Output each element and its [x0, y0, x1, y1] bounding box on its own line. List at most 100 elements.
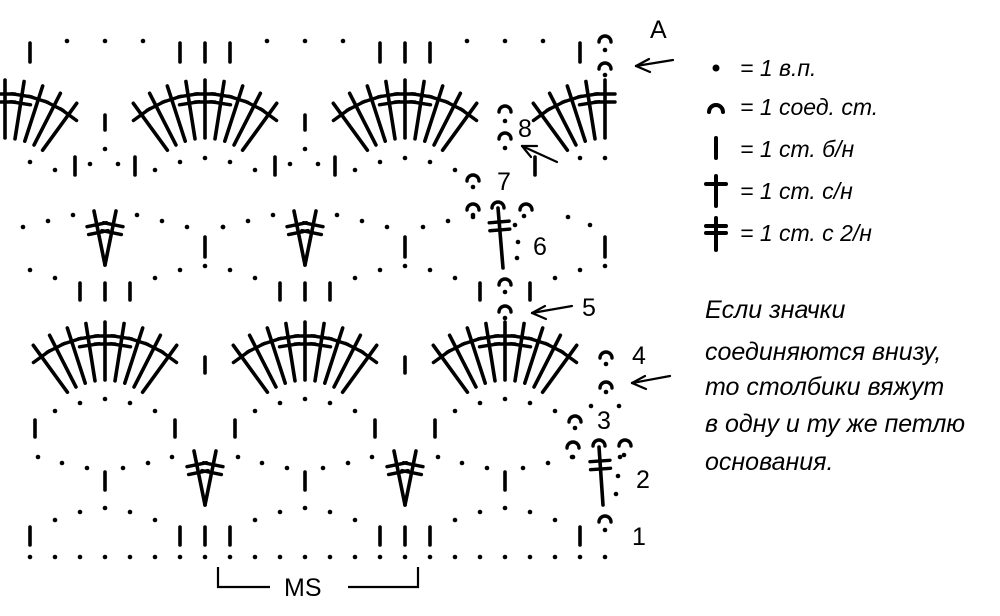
- double-crochet-icon: [532, 333, 563, 389]
- chain-dot-icon: [102, 505, 108, 511]
- chart-marks: [0, 34, 728, 589]
- arrow-row-8-icon: [520, 144, 559, 164]
- chain-dot-icon: [452, 167, 458, 173]
- chain-dot-icon: [102, 396, 108, 402]
- treble-crochet-icon: [303, 209, 318, 267]
- note-line-1: Если значки: [705, 296, 845, 324]
- chain-dot-icon: [52, 554, 58, 560]
- row-label-2: 2: [636, 466, 650, 494]
- chain-dot-icon: [477, 400, 483, 406]
- treble-crochet-icon-bar: [100, 228, 124, 237]
- double-crochet-icon: [132, 333, 163, 389]
- chain-dot-icon: [27, 159, 33, 165]
- chain-dot-icon: [177, 267, 183, 273]
- chain-dot-icon: [502, 118, 508, 124]
- double-crochet-icon: [265, 326, 288, 385]
- slip-stitch-icon: [497, 277, 513, 287]
- treble-crochet-icon: [384, 79, 397, 141]
- chain-dot-icon: [377, 159, 383, 165]
- chain-dot-icon: [527, 554, 533, 560]
- treble-crochet-icon: [92, 209, 107, 267]
- treble-crochet-icon-bar: [588, 458, 612, 464]
- legend-sc-text: = 1 ст. б/н: [740, 136, 855, 162]
- double-crochet-icon: [432, 91, 463, 147]
- repeat-bracket-right: [348, 567, 420, 589]
- slip-stitch-icon: [518, 202, 534, 212]
- chain-dot-icon: [552, 517, 558, 523]
- double-crochet-icon: [131, 101, 170, 153]
- chain-dot-icon: [59, 460, 65, 466]
- chain-dot-icon: [459, 460, 465, 466]
- chain-dot-icon: [502, 505, 508, 511]
- treble-crochet-icon: [513, 321, 526, 383]
- chain-dot-icon: [452, 408, 458, 414]
- double-crochet-icon-bar: [258, 107, 279, 123]
- slip-stitch-icon: [591, 438, 607, 448]
- chain-dot-icon: [570, 454, 576, 460]
- chain-dot-icon: [602, 72, 608, 78]
- chain-dot-icon: [402, 155, 408, 161]
- chain-dot-icon: [521, 213, 527, 219]
- note-line-2: соединяются внизу,: [705, 338, 941, 366]
- chain-dot-icon: [127, 554, 133, 560]
- chain-dot-icon: [27, 554, 33, 560]
- slip-stitch-icon: [497, 304, 513, 314]
- slip-stitch-icon: [617, 438, 633, 448]
- row-label-3: 3: [597, 407, 611, 435]
- chain-dot-icon: [613, 491, 619, 497]
- chain-dot-icon: [603, 389, 609, 395]
- double-crochet-icon: [565, 84, 588, 143]
- row-label-8: 8: [518, 115, 532, 143]
- treble-crochet-icon: [413, 79, 426, 141]
- double-crochet-icon: [147, 91, 178, 147]
- note-line-5: основания.: [705, 448, 833, 476]
- treble-crochet-icon: [313, 321, 326, 383]
- chain-dot-icon: [527, 509, 533, 515]
- double-crochet-icon: [331, 101, 370, 153]
- chain-dot-icon: [84, 465, 90, 471]
- chain-dot-icon: [369, 454, 375, 460]
- treble-crochet-icon: [192, 449, 207, 507]
- chain-dot-icon: [327, 554, 333, 560]
- chain-dot-icon: [340, 38, 346, 44]
- chain-dot-icon: [616, 403, 622, 409]
- treble-crochet-icon: [203, 449, 218, 507]
- chain-dot-icon: [140, 38, 146, 44]
- chain-dot-icon: [315, 161, 321, 167]
- double-crochet-icon-bar: [58, 107, 79, 123]
- chain-dot-icon: [102, 554, 108, 560]
- row-label-6: 6: [533, 233, 547, 261]
- double-crochet-icon: [65, 326, 88, 385]
- chain-dot-icon: [52, 275, 58, 281]
- double-crochet-icon: [365, 84, 388, 143]
- chain-dot-icon: [227, 554, 233, 560]
- arrow-row-5-icon: [530, 304, 574, 315]
- chain-dot-icon: [502, 315, 508, 321]
- chain-dot-icon: [502, 396, 508, 402]
- chain-dot-icon: [35, 454, 41, 460]
- treble-crochet-icon-bar: [309, 341, 333, 349]
- chain-dot-icon: [540, 38, 546, 44]
- treble-crochet-icon: [484, 321, 497, 383]
- double-crochet-icon-bar: [158, 349, 179, 365]
- double-crochet-icon-bar: [458, 107, 479, 123]
- chain-dot-icon: [87, 161, 93, 167]
- chain-dot-icon: [252, 408, 258, 414]
- double-crochet-icon: [422, 84, 445, 143]
- chain-dot-icon: [577, 155, 583, 161]
- double-crochet-icon: [431, 343, 470, 395]
- chain-dot-icon: [352, 554, 358, 560]
- chain-dot-icon: [302, 38, 308, 44]
- arrow-row-4-icon: [630, 374, 672, 385]
- arrow-head-icon: [530, 304, 547, 315]
- chain-dot-icon: [264, 38, 270, 44]
- double-crochet-icon: [547, 91, 578, 147]
- chain-dot-icon: [152, 408, 158, 414]
- chain-dot-icon: [512, 222, 518, 228]
- chain-dot-icon: [377, 267, 383, 273]
- chain-dot-icon: [345, 460, 351, 466]
- chain-dot-icon: [352, 517, 358, 523]
- treble-crochet-icon-bar: [9, 99, 33, 107]
- double-crochet-icon: [340, 343, 379, 395]
